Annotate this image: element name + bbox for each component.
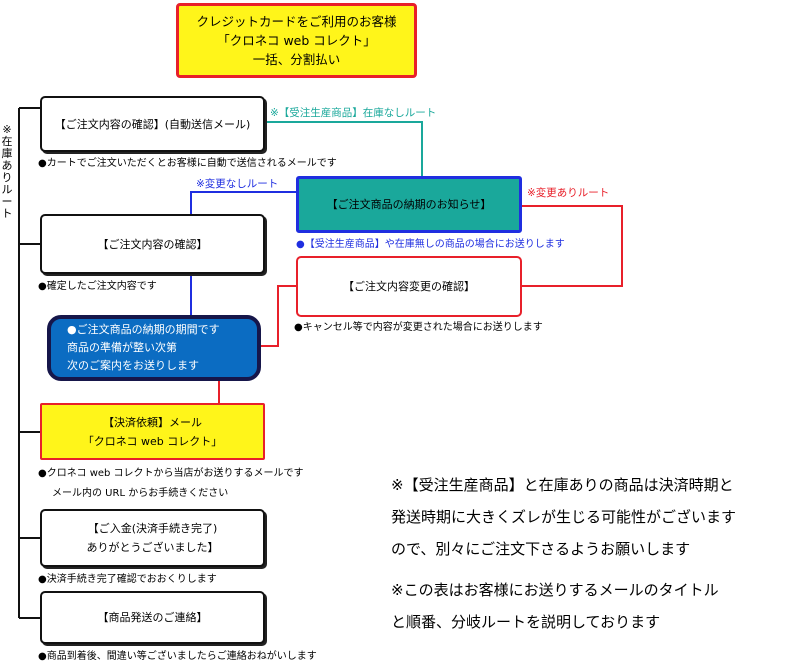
side-note-1-line-3: ので、別々にご注文下さるようお願いします (391, 540, 691, 558)
with-change-route-line (522, 205, 623, 287)
shipping-note: ●商品到着後、間違い等ございましたらご連絡おねがいします (38, 651, 317, 662)
payment-done-box: 【ご入金(決済手続き完了) ありがとうございました】 (40, 509, 265, 567)
shipping-box: 【商品発送のご連絡】 (40, 591, 265, 644)
title-line-3: 一括、分割払い (252, 52, 341, 67)
change-to-period-line (261, 285, 296, 347)
in-stock-route-label: ※ 在 庫 あ り ル ー ト (1, 123, 13, 220)
confirm-box: 【ご注文内容の確認】 (40, 214, 265, 274)
in-stock-route-line (18, 107, 40, 619)
confirm-auto-label: 【ご注文内容の確認】(自動送信メール) (54, 117, 251, 131)
no-change-route-line (190, 191, 296, 214)
period-info-box: ●ご注文商品の納期の期間です 商品の準備が整い次第 次のご案内をお送りします (47, 315, 261, 381)
with-change-route-label: ※変更ありルート (527, 187, 610, 199)
side-note-2-line-1: ※この表はお客様にお送りするメールのタイトル (391, 581, 719, 599)
shipping-label: 【商品発送のご連絡】 (97, 611, 208, 624)
no-change-route-label: ※変更なしルート (196, 178, 279, 190)
title-line-2: 「クロネコ web コレクト」 (217, 33, 376, 48)
change-confirm-note: ●キャンセル等で内容が変更された場合にお送りします (294, 322, 543, 333)
change-confirm-label: 【ご注文内容変更の確認】 (343, 280, 475, 293)
delivery-notice-note: ●【受注生産商品】や在庫無しの商品の場合にお送りします (296, 239, 565, 250)
delivery-notice-label: 【ご注文商品の納期のお知らせ】 (326, 198, 492, 211)
payment-request-note-2: メール内の URL からお手続きください (52, 488, 229, 499)
payment-done-line-2: ありがとうございました】 (86, 541, 219, 554)
title-box: クレジットカードをご利用のお客様 「クロネコ web コレクト」 一括、分割払い (176, 3, 417, 78)
payment-request-line-1: 【決済依頼】メール (103, 415, 202, 429)
period-info-line-2: 商品の準備が整い次第 (67, 341, 177, 354)
payment-done-line-1: 【ご入金(決済手続き完了) (87, 522, 218, 535)
payment-request-note-1: ●クロネコ web コレクトから当店がお送りするメールです (38, 468, 304, 479)
confirm-auto-box: 【ご注文内容の確認】(自動送信メール) (40, 96, 265, 152)
side-note-1-line-2: 発送時期に大きくズレが生じる可能性がございます (391, 508, 737, 526)
made-to-order-route-line (265, 121, 423, 176)
side-note-1-line-1: ※【受注生産商品】と在庫ありの商品は決済時期と (391, 476, 734, 494)
period-info-line-1: ●ご注文商品の納期の期間です (67, 323, 220, 336)
payment-done-note: ●決済手続き完了確認でおおくりします (38, 574, 217, 585)
title-line-1: クレジットカードをご利用のお客様 (196, 14, 397, 29)
payment-request-line-2: 「クロネコ web コレクト」 (82, 434, 223, 448)
side-note-2-line-2: と順番、分岐ルートを説明しております (391, 613, 661, 631)
period-info-line-3: 次のご案内をお送りします (67, 359, 199, 372)
delivery-notice-box: 【ご注文商品の納期のお知らせ】 (296, 176, 522, 233)
confirm-label: 【ご注文内容の確認】 (97, 237, 208, 251)
confirm-auto-note: ●カートでご注文いただくとお客様に自動で送信されるメールです (38, 158, 337, 169)
confirm-note: ●確定したご注文内容です (38, 281, 157, 292)
payment-request-box: 【決済依頼】メール 「クロネコ web コレクト」 (40, 403, 265, 460)
change-confirm-box: 【ご注文内容変更の確認】 (296, 256, 522, 317)
made-to-order-route-label: ※【受注生産商品】在庫なしルート (270, 107, 437, 119)
